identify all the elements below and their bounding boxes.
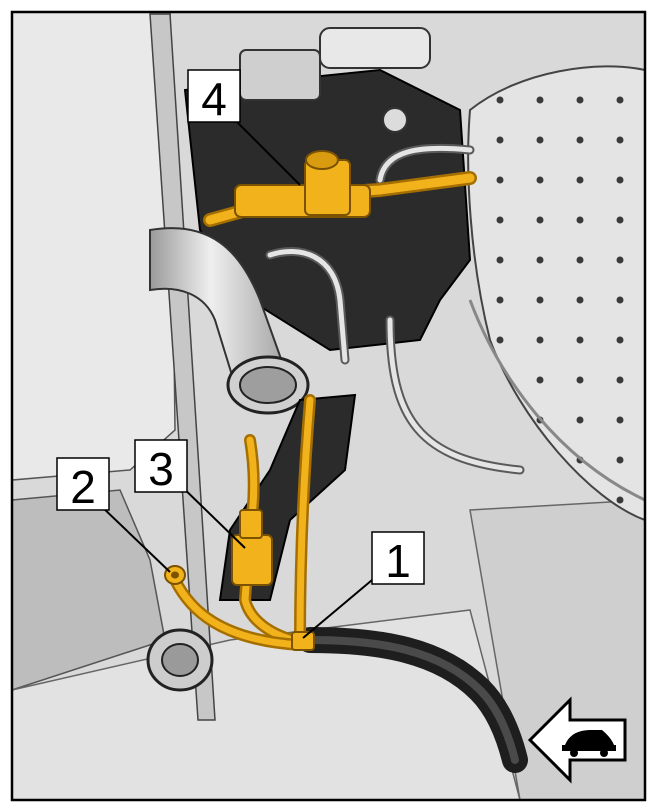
callout-4-label: 4 bbox=[201, 73, 227, 125]
callout-2-label: 2 bbox=[70, 461, 96, 513]
intake-tube bbox=[149, 227, 287, 387]
lower-left-fitting bbox=[146, 628, 214, 692]
car-direction-arrow-left-icon bbox=[527, 696, 627, 784]
top-connector-housing bbox=[239, 27, 431, 133]
callout-3: 3 bbox=[134, 439, 188, 495]
brake-disc bbox=[467, 65, 646, 522]
junction-part-1 bbox=[291, 631, 315, 651]
end-fitting-part-2 bbox=[164, 565, 186, 585]
hose-clamp bbox=[226, 355, 310, 415]
callout-1: 1 bbox=[371, 531, 425, 587]
callout-1-label: 1 bbox=[385, 535, 411, 587]
callout-2: 2 bbox=[56, 457, 110, 513]
connector-part-3 bbox=[231, 509, 273, 586]
callout-3-label: 3 bbox=[148, 443, 174, 495]
frame-border bbox=[10, 10, 647, 802]
callout-4: 4 bbox=[187, 69, 241, 125]
connector-part-4 bbox=[234, 150, 371, 218]
